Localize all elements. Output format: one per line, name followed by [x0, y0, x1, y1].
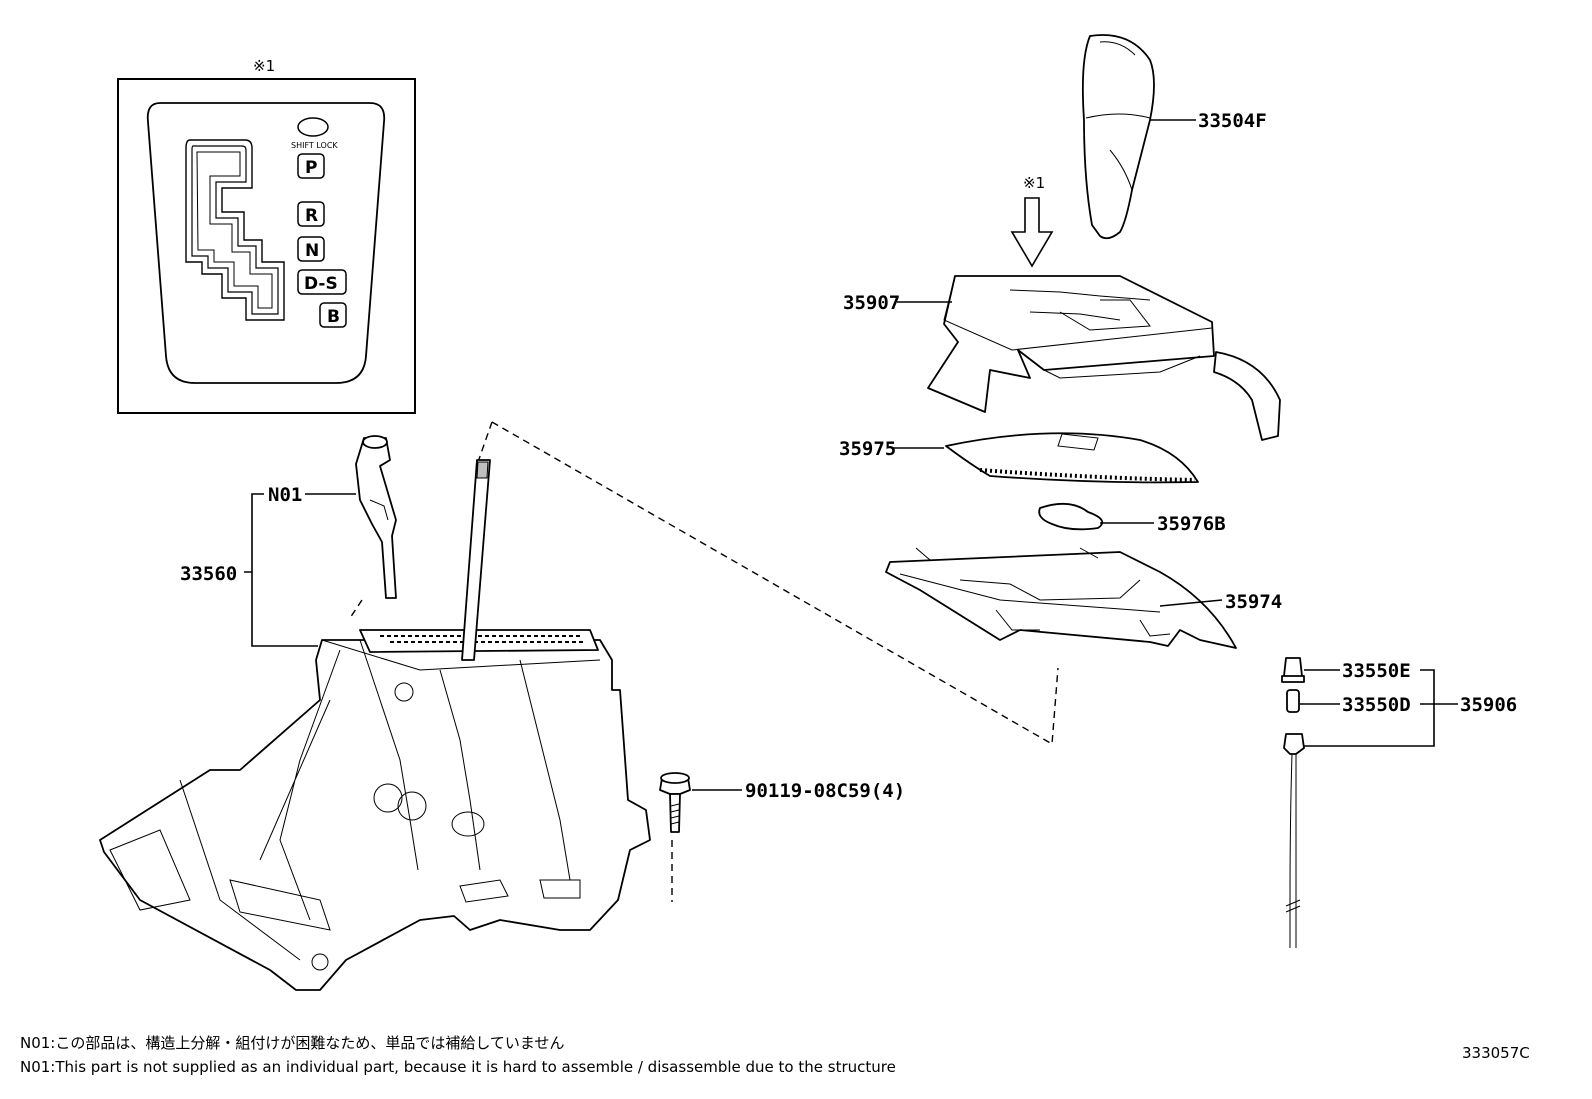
bezel-gate-opening	[1059, 299, 1151, 331]
knob-seam	[1109, 149, 1133, 191]
gate-plate-outline	[146, 102, 386, 384]
console-bezel	[927, 275, 1281, 441]
n01-cap	[362, 435, 388, 449]
cover-body	[945, 432, 1199, 484]
bolt-flange	[660, 772, 690, 784]
gate-r-box	[297, 201, 325, 227]
gate-slot-outer	[185, 139, 285, 321]
shift-lock-button	[297, 117, 329, 137]
wire-break-mark	[1285, 899, 1301, 913]
base-top-edge	[321, 639, 601, 671]
inset-mark: ※1	[253, 57, 275, 75]
knob-highlight	[1099, 41, 1136, 56]
label-n01: N01	[268, 484, 302, 506]
housing-clips	[995, 609, 1171, 637]
shift-lever-assembly	[99, 459, 651, 991]
bezel-clips	[1043, 355, 1201, 379]
inset-shift-gate: ※1 SHIFT LOCK P R N D-S B	[117, 57, 416, 414]
gate-b-box	[319, 302, 347, 328]
n01-switch-part	[355, 435, 397, 599]
base-boss-3	[451, 811, 485, 837]
gate-p-box	[297, 153, 325, 179]
bolt-shank	[669, 793, 681, 833]
cover-serration	[979, 468, 1196, 482]
n01-detail	[369, 499, 389, 521]
bulb-holder-part	[1281, 657, 1305, 683]
knob-trim-line	[1085, 113, 1151, 119]
label-bulb: 33550D	[1342, 694, 1411, 716]
label-cover: 35975	[839, 438, 896, 460]
label-bolt: 90119-08C59(4)	[745, 780, 905, 802]
leader-bulb-assy	[1304, 669, 1458, 747]
housing-frame	[885, 551, 1237, 649]
lever-thread-icon	[476, 461, 489, 479]
indicator-plate	[1038, 502, 1104, 531]
label-plate: 35976B	[1157, 513, 1226, 535]
bulb-wire-icon	[1289, 753, 1297, 948]
base-top-grid	[380, 635, 584, 643]
bracket-shift-assy	[244, 493, 318, 647]
arrow-mark: ※1	[1023, 174, 1045, 192]
cover-sheet	[945, 432, 1199, 484]
base-mount-hole	[311, 953, 329, 971]
label-bezel: 35907	[843, 292, 900, 314]
note-n01-japanese: N01:この部品は、構造上分解・組付けが困難なため、単品では補給していません	[20, 1034, 565, 1052]
label-bulb-holder: 33550E	[1342, 660, 1411, 682]
gate-ds-box	[297, 269, 347, 295]
shift-knob	[1081, 34, 1155, 240]
knob-body	[1081, 34, 1155, 240]
bulb-assembly	[1281, 657, 1305, 948]
base-foot-pad	[229, 879, 331, 931]
base-mount-tabs	[459, 879, 581, 903]
bolt-part	[659, 772, 691, 833]
figure-code: 333057C	[1462, 1044, 1530, 1062]
bezel-slot-detail	[1009, 289, 1151, 321]
lower-housing	[885, 547, 1237, 649]
n01-body	[355, 437, 397, 599]
bezel-side-panel	[1213, 351, 1281, 441]
gate-p-label: P	[305, 158, 317, 178]
housing-inner-edge	[959, 579, 1141, 601]
leader-housing	[1159, 599, 1223, 607]
base-frame-lines	[179, 649, 341, 961]
label-housing: 35974	[1225, 591, 1282, 613]
bulb-socket-part	[1283, 733, 1305, 755]
bolt-thread-icon	[670, 803, 680, 825]
base-left-end	[109, 829, 191, 911]
cover-slot	[1057, 433, 1099, 451]
gate-n-label: N	[305, 241, 319, 261]
base-top-plate	[359, 629, 599, 653]
gate-ds-label: D-S	[304, 274, 338, 294]
assembly-dashed-line-2	[477, 421, 493, 463]
gate-b-label: B	[327, 307, 340, 327]
note-n01-english: N01:This part is not supplied as an indi…	[20, 1058, 896, 1076]
housing-ribs	[899, 547, 1161, 613]
label-shift-assy: 33560	[180, 563, 237, 585]
n01-dashed-line	[349, 599, 363, 619]
bulb-part	[1286, 689, 1300, 713]
base-pivot-hole	[394, 682, 414, 702]
shift-lever-shaft	[461, 459, 491, 661]
gate-r-label: R	[305, 206, 318, 226]
bezel-edge	[943, 275, 1213, 351]
shift-base-body	[99, 639, 651, 991]
gate-slot-middle	[191, 145, 279, 315]
gate-slot-inner	[196, 151, 273, 309]
assembly-dashed-line	[491, 421, 1059, 746]
label-knob: 33504F	[1198, 110, 1267, 132]
label-bulb-assy: 35906	[1460, 694, 1517, 716]
arrow-down-icon	[1010, 197, 1054, 268]
base-boss-2	[397, 791, 427, 821]
gate-n-box	[297, 236, 325, 262]
shift-lock-label: SHIFT LOCK	[291, 141, 338, 150]
base-boss-1	[373, 783, 403, 813]
